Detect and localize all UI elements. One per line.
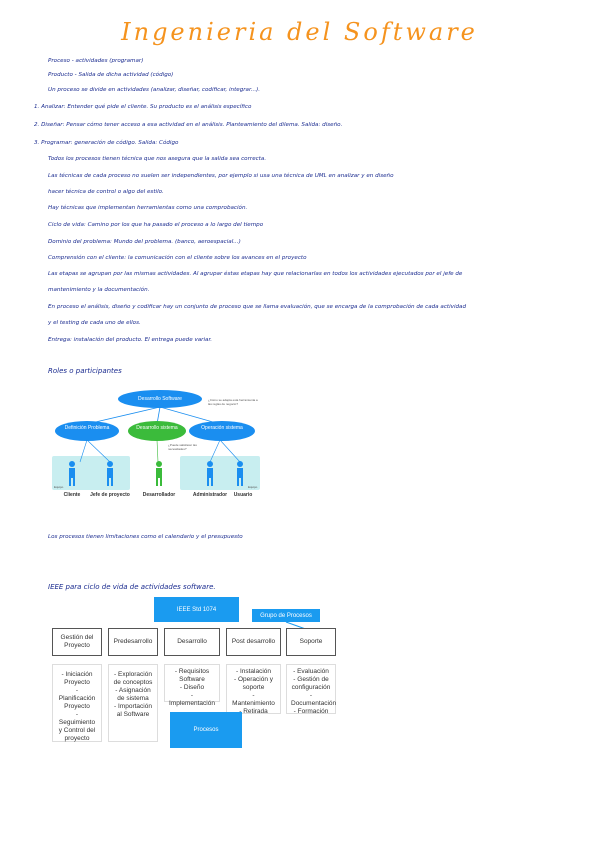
- process-list-predesarrollo: Exploración de conceptos Asignación de s…: [108, 664, 158, 742]
- note-line: hacer técnica de control o algo del esti…: [48, 189, 164, 195]
- group-box-soporte: Soporte: [286, 628, 336, 656]
- person-icon-administrador: [207, 461, 213, 486]
- list-item: Importación al Software: [113, 703, 153, 719]
- ieee-std-box: IEEE Std 1074: [154, 597, 239, 622]
- group-box-post: Post desarrollo: [226, 628, 281, 656]
- list-item: Retirada: [231, 708, 276, 716]
- diagram-note: ¿Puede satisfacer las necesidades?: [168, 443, 197, 451]
- note-line: Ciclo de vida: Camino por los que ha pas…: [48, 222, 264, 228]
- group-box-desarrollo: Desarrollo: [164, 628, 220, 656]
- list-item: Mantenimiento: [231, 692, 276, 708]
- person-label: Cliente: [63, 492, 81, 498]
- process-list-gestion: Iniciación Proyecto Planificación Proyec…: [52, 664, 102, 742]
- diagram-note: ¿Cómo se adapta esta herramienta a las r…: [208, 398, 258, 406]
- note-line: Hay técnicas que implementan herramienta…: [48, 205, 248, 211]
- process-list-post: Instalación Operación y soporte Mantenim…: [226, 664, 281, 716]
- note-line: Proceso - actividades (programar): [48, 58, 144, 64]
- list-item: Exploración de conceptos: [113, 671, 153, 687]
- group-processes-label: Grupo de Procesos: [252, 609, 320, 622]
- list-item: Implementación: [169, 692, 215, 708]
- section-heading: IEEE para ciclo de vida de actividades s…: [48, 583, 216, 591]
- person-label: Usuario: [233, 492, 253, 498]
- connector: [79, 439, 88, 463]
- group-box-predesarrollo: Predesarrollo: [108, 628, 158, 656]
- list-item: Iniciación Proyecto: [57, 671, 97, 687]
- person-label: Desarrollador: [142, 492, 176, 498]
- person-label: Jefe de proyecto: [90, 492, 130, 498]
- person-icon-desarrollador: [156, 461, 162, 486]
- note-line: En proceso el análisis, diseño y codific…: [48, 304, 467, 310]
- person-label: Administrador: [192, 492, 228, 498]
- note-line: Entrega: instalación del producto. El en…: [48, 337, 213, 343]
- ellipse-definicion-problema: [55, 421, 119, 441]
- processes-label: Procesos: [170, 712, 242, 748]
- ellipse-label: Operación sistema: [201, 425, 243, 431]
- note-line: y el testing de cada uno de ellos.: [48, 320, 141, 326]
- note-line: mantenimiento y la documentación.: [48, 287, 150, 293]
- group-left-bg: [52, 456, 130, 490]
- list-item: Diseño: [169, 684, 215, 692]
- page-title: Ingenieria del Software: [121, 18, 478, 46]
- ellipse-label: Desarrollo sistema: [136, 425, 178, 431]
- connector: [159, 406, 221, 425]
- person-icon-cliente: [69, 461, 75, 486]
- section-heading: Roles o participantes: [48, 367, 122, 375]
- note-line: Dominio del problema: Mundo del problema…: [48, 239, 241, 245]
- process-list-soporte: Evaluación Gestión de configuración Docu…: [286, 664, 336, 716]
- ellipse-label: Desarrollo Software: [138, 396, 182, 402]
- group-label: Equipo: [248, 485, 258, 489]
- list-item: Seguimiento y Control del proyecto: [57, 711, 97, 743]
- list-item: Gestión de configuración: [291, 676, 331, 692]
- list-item: Asignación de sistema: [113, 687, 153, 703]
- connector: [156, 439, 159, 463]
- connector: [209, 439, 221, 463]
- list-item: Planificación Proyecto: [57, 687, 97, 711]
- connector: [156, 406, 161, 425]
- note-line: Comprensión con el cliente: la comunicac…: [48, 255, 307, 261]
- group-box-gestion: Gestión del Proyecto: [52, 628, 102, 656]
- list-item: Evaluación: [291, 668, 331, 676]
- connector: [219, 439, 241, 463]
- list-item: Operación y soporte: [231, 676, 276, 692]
- note-line: Producto - Salida de dicha actividad (có…: [48, 72, 174, 78]
- list-item: Instalación: [231, 668, 276, 676]
- ellipse-desarrollo-sistema: [128, 421, 186, 441]
- note-line: Las etapas se agrupan por las mismas act…: [48, 271, 463, 277]
- note-item: 2. Diseñar: Pensar cómo tener acceso a e…: [34, 122, 343, 128]
- person-icon-jefe: [107, 461, 113, 486]
- person-icon-usuario: [237, 461, 243, 486]
- list-item: Requisitos Software: [169, 668, 215, 684]
- list-item: Documentación: [291, 692, 336, 708]
- connector: [86, 439, 111, 463]
- process-list-desarrollo: Requisitos Software Diseño Implementació…: [164, 664, 220, 707]
- list-item: Formación: [291, 708, 331, 716]
- note-line: Los procesos tienen limitaciones como el…: [48, 534, 243, 540]
- group-label: Equipo: [54, 485, 64, 489]
- connector: [86, 406, 161, 425]
- ellipse-operacion-sistema: [189, 421, 255, 441]
- note-item: 3. Programar: generación de código. Sali…: [34, 140, 179, 146]
- ellipse-label: Definición Problema: [64, 425, 110, 431]
- note-line: Las técnicas de cada proceso no suelen s…: [48, 173, 394, 179]
- note-line: Un proceso se divide en actividades (ana…: [48, 87, 261, 93]
- note-line: Todos los procesos tienen técnica que no…: [48, 156, 267, 162]
- note-item: 1. Analizar: Entender qué pide el client…: [34, 104, 252, 110]
